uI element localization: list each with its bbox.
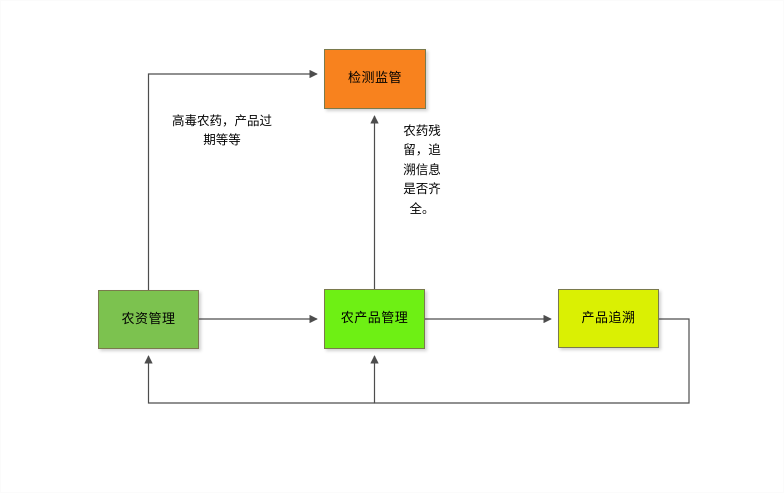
edge-label-agri-supply-to-inspection: 高毒农药，产品过 期等等: [171, 113, 272, 148]
node-inspection[interactable]: 检测监管: [324, 49, 426, 109]
edge-traceability-feedback-to-agri-supply: [144, 355, 375, 404]
node-agri-supply[interactable]: 农资管理: [98, 290, 199, 349]
node-inspection-label: 检测监管: [347, 71, 402, 87]
edge-label-produce-to-inspection: 农药残 留，追 溯信息 是否齐 全。: [403, 123, 441, 216]
node-produce-label: 农产品管理: [340, 311, 409, 327]
node-traceability-label: 产品追溯: [581, 310, 636, 326]
node-agri-supply-label: 农资管理: [121, 311, 176, 327]
node-traceability[interactable]: 产品追溯: [558, 289, 659, 348]
edge-agri-supply-to-inspection: [147, 69, 318, 290]
node-produce[interactable]: 农产品管理: [324, 289, 425, 349]
edge-traceability-feedback-to-produce: [370, 318, 690, 404]
